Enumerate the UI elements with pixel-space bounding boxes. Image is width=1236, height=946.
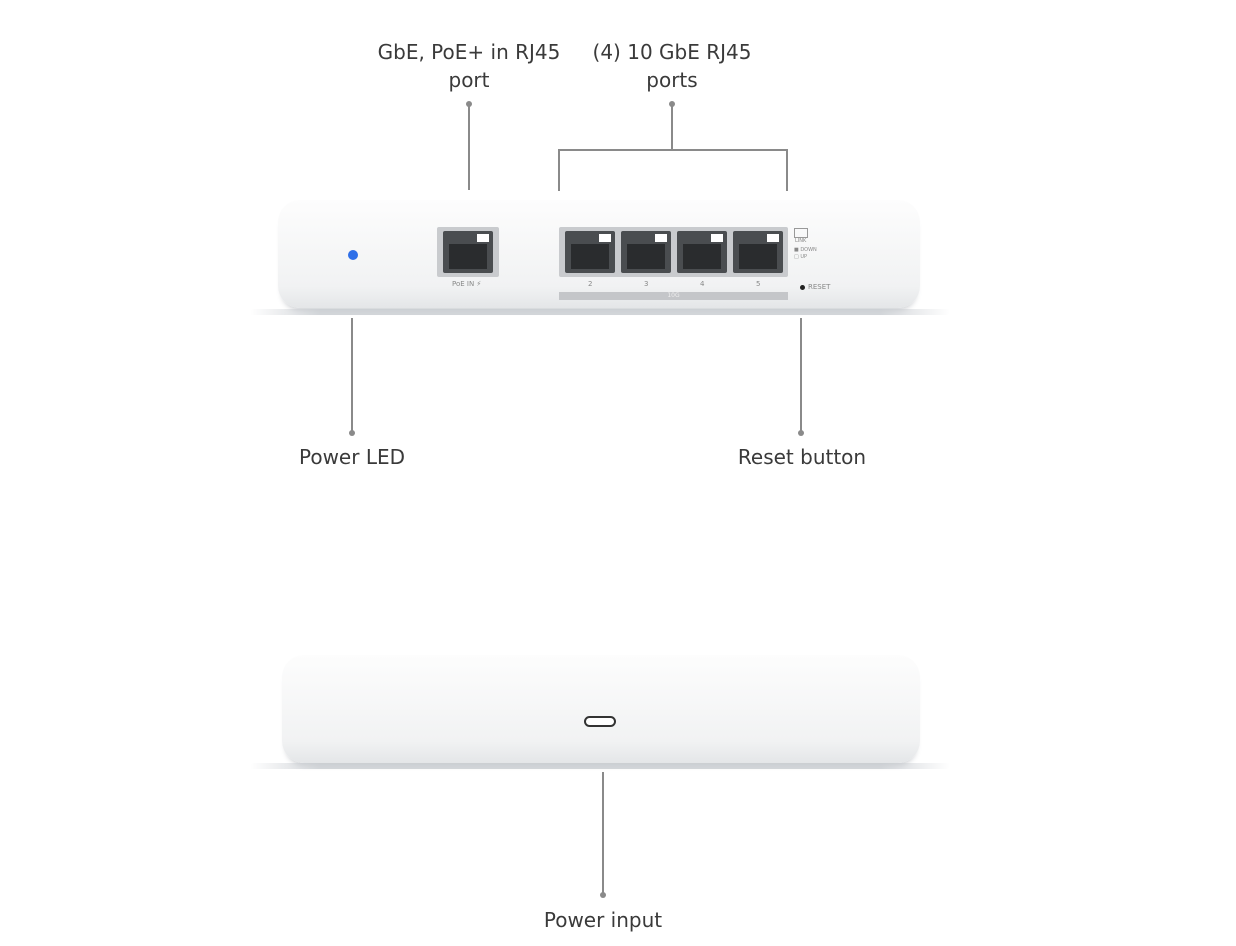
speed-bar: 10G [559, 292, 788, 300]
callout-reset-button: Reset button [737, 445, 867, 469]
leader-dot [349, 430, 355, 436]
port-number: 5 [756, 280, 761, 288]
up-label: □ UP [794, 254, 808, 260]
leader-line [602, 772, 604, 894]
bracket-right [786, 149, 788, 191]
reset-button[interactable] [800, 285, 805, 290]
device-shadow [250, 309, 950, 315]
leader-dot [798, 430, 804, 436]
link-icon [794, 228, 808, 238]
rj45-port [443, 231, 493, 273]
callout-power-led: Power LED [298, 445, 406, 469]
device-back [282, 655, 920, 763]
device-front: PoE IN ⚡ 2 3 4 5 10G LINK ■ DOWN □ UP RE… [278, 200, 920, 308]
poe-in-port[interactable] [437, 227, 499, 277]
up-text: UP [800, 254, 808, 260]
power-led [348, 250, 358, 260]
leader-line [468, 104, 470, 190]
leader-line [351, 318, 353, 432]
port-4[interactable] [677, 231, 727, 273]
callout-power-input: Power input [543, 908, 663, 932]
callout-poe-port: GbE, PoE+ in RJ45 port [377, 40, 561, 92]
down-label: ■ DOWN [794, 247, 817, 253]
port-number: 2 [588, 280, 593, 288]
port-2[interactable] [565, 231, 615, 273]
link-label: LINK [795, 238, 807, 244]
leader-line [671, 104, 673, 150]
reset-label: RESET [808, 283, 831, 291]
device-shadow [250, 763, 950, 769]
leader-dot [600, 892, 606, 898]
port-number: 3 [644, 280, 649, 288]
ten-gbe-port-block [559, 227, 788, 277]
poe-in-label: PoE IN ⚡ [452, 280, 482, 288]
usb-c-port[interactable] [584, 716, 616, 727]
port-3[interactable] [621, 231, 671, 273]
port-number: 4 [700, 280, 705, 288]
callout-10gbe-ports: (4) 10 GbE RJ45 ports [592, 40, 752, 92]
bracket-left [558, 149, 560, 191]
port-5[interactable] [733, 231, 783, 273]
down-text: DOWN [800, 247, 817, 253]
leader-line [800, 318, 802, 432]
bracket-line [558, 149, 788, 151]
